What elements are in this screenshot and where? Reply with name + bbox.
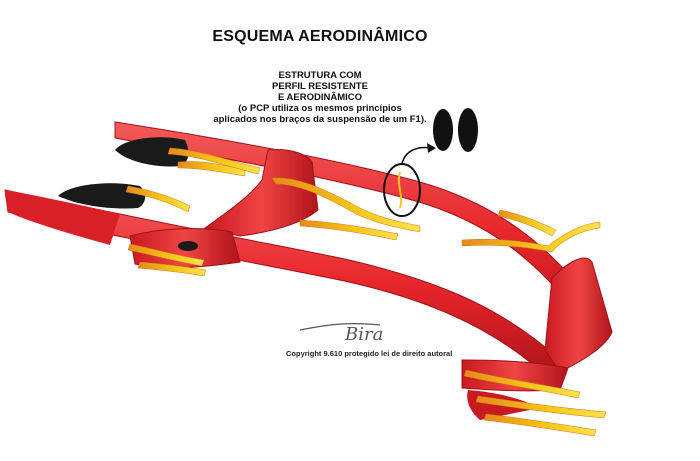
airflow-arrow xyxy=(463,369,581,399)
airflow-arrow xyxy=(177,161,246,177)
signature: Bira xyxy=(299,323,383,345)
airfoil-profile-right xyxy=(458,108,478,152)
airflow-arrow xyxy=(271,177,421,233)
page-title: ESQUEMA AERODINÂMICO xyxy=(212,28,428,45)
signature-text: Bira xyxy=(344,324,383,345)
caption-line: ESTRUTURA COM xyxy=(278,70,362,81)
airflow-arrow xyxy=(497,209,557,237)
airfoil-profile-left xyxy=(433,109,453,151)
copyright-notice: Copyright 9.610 protegido lei de direito… xyxy=(286,349,453,358)
structure-caption: ESTRUTURA COM PERFIL RESISTENTE E AERODI… xyxy=(190,70,450,125)
caption-line: PERFIL RESISTENTE xyxy=(272,81,368,92)
airflow-arrow xyxy=(461,221,601,253)
central-cross-brace xyxy=(203,149,319,237)
caption-line: (o PCP utiliza os mesmos princípios xyxy=(238,103,402,114)
callout-arrowhead xyxy=(427,143,436,153)
airflow-arrow xyxy=(167,147,261,175)
airflow-arrow xyxy=(127,243,205,267)
lower-seat xyxy=(58,183,146,209)
bracket-fitting xyxy=(178,241,198,251)
airflow-arrow xyxy=(299,219,399,241)
airflow-arrows xyxy=(125,147,607,437)
caption-line: aplicados nos braços da suspensão de um … xyxy=(213,114,427,125)
airflow-arrow xyxy=(475,395,607,419)
caption-line: E AERODINÂMICO xyxy=(277,92,363,103)
rear-joint xyxy=(544,257,613,373)
cross-section-marker xyxy=(397,171,403,209)
airflow-arrow xyxy=(125,185,191,213)
lower-rail-nose xyxy=(5,190,120,245)
airflow-arrow xyxy=(137,261,207,277)
rear-lower-fork xyxy=(461,359,569,392)
callout-arrow xyxy=(401,146,433,165)
airflow-arrow xyxy=(483,413,597,437)
upper-seat xyxy=(115,137,189,167)
